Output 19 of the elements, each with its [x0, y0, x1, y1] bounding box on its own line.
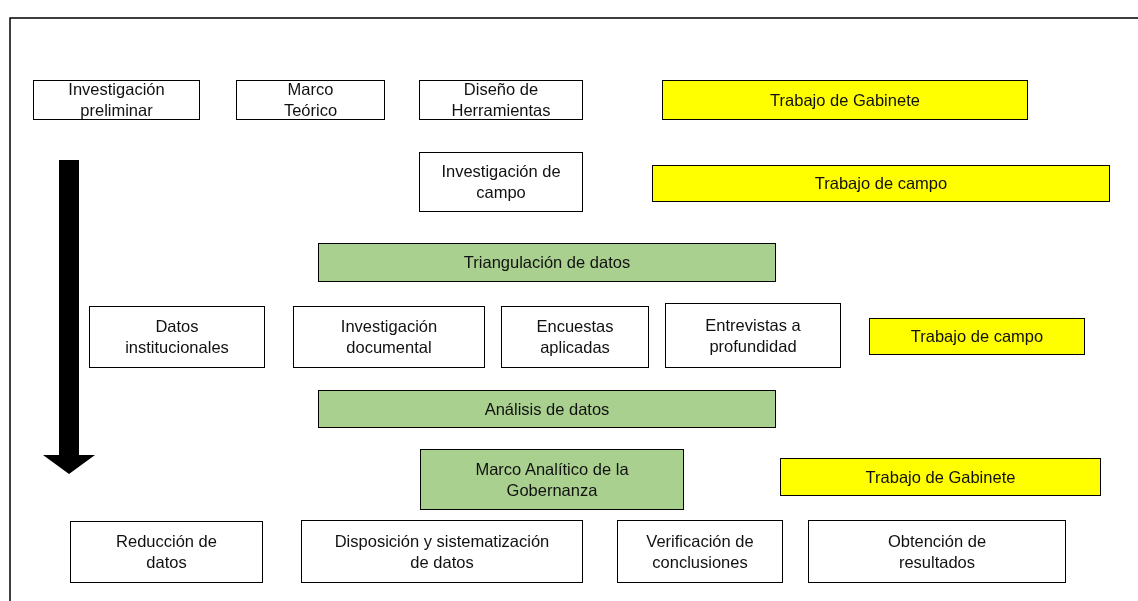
phase-label: Trabajo de Gabinete	[662, 80, 1028, 120]
process-box: Diseño de Herramientas	[419, 80, 583, 120]
process-bar: Triangulación de datos	[318, 243, 776, 282]
process-box: Investigación documental	[293, 306, 485, 368]
process-box: Investigación preliminar	[33, 80, 200, 120]
process-box: Disposición y sistematización de datos	[301, 520, 583, 583]
process-box: Reducción de datos	[70, 521, 263, 583]
process-box: Investigación de campo	[419, 152, 583, 212]
process-box: Marco Teórico	[236, 80, 385, 120]
process-box: Entrevistas a profundidad	[665, 303, 841, 368]
phase-label: Trabajo de campo	[652, 165, 1110, 202]
phase-label: Trabajo de campo	[869, 318, 1085, 355]
process-box: Obtención de resultados	[808, 520, 1066, 583]
process-box: Encuestas aplicadas	[501, 306, 649, 368]
process-bar: Marco Analítico de la Gobernanza	[420, 449, 684, 510]
phase-label: Trabajo de Gabinete	[780, 458, 1101, 496]
process-box: Verificación de conclusiones	[617, 520, 783, 583]
process-bar: Análisis de datos	[318, 390, 776, 428]
process-box: Datos institucionales	[89, 306, 265, 368]
